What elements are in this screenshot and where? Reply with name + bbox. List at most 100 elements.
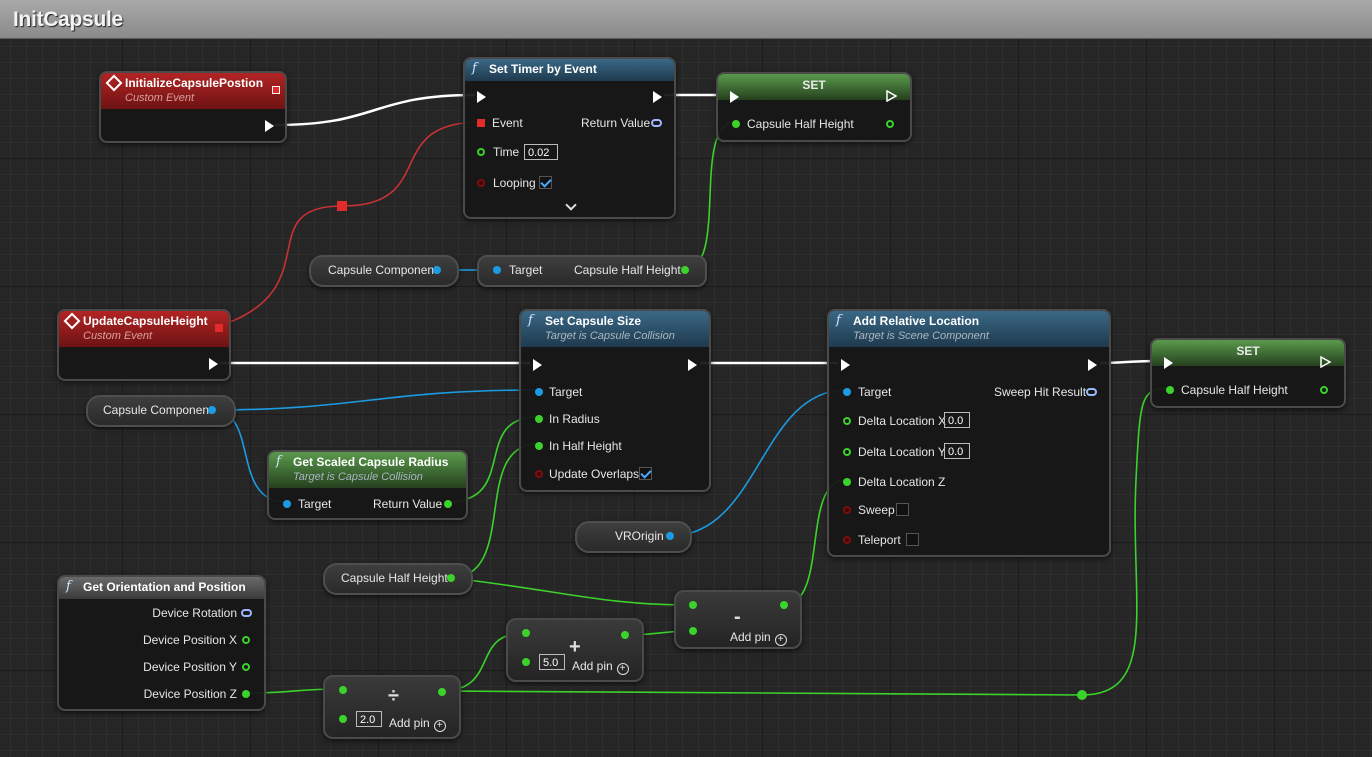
- looping-input-pin[interactable]: [477, 179, 485, 187]
- divide-input-b-pin[interactable]: [339, 715, 347, 723]
- add-relative-location-node[interactable]: f Add Relative Location Target is Scene …: [827, 309, 1111, 557]
- update-capsule-height-event-node[interactable]: UpdateCapsuleHeight Custom Event: [57, 309, 231, 381]
- set-capsule-half-height-node-2[interactable]: SET Capsule Half Height: [1150, 338, 1346, 408]
- add-pin-icon: +: [433, 720, 446, 732]
- capsule-half-height-variable[interactable]: Capsule Half Height: [323, 563, 473, 595]
- target-input-pin[interactable]: [493, 266, 501, 274]
- subtract-input-b-pin[interactable]: [689, 627, 697, 635]
- delegate-output-pin[interactable]: [215, 324, 223, 332]
- event-icon: [105, 74, 123, 92]
- capsule-half-height-output-pin[interactable]: [886, 120, 894, 128]
- add-pin-icon: +: [616, 663, 629, 675]
- delta-location-x-field[interactable]: 0.0: [944, 412, 970, 428]
- capsule-half-height-output-pin[interactable]: [447, 574, 455, 582]
- device-position-z-pin[interactable]: [242, 690, 250, 698]
- capsule-component-output-pin[interactable]: [208, 406, 216, 414]
- delta-location-x-pin[interactable]: [843, 417, 851, 425]
- exec-output-pin[interactable]: [1088, 359, 1097, 371]
- reroute-node: [337, 201, 347, 211]
- add-add-pin-button[interactable]: Add pin+: [572, 659, 629, 675]
- float-wire: [449, 577, 693, 606]
- delta-location-y-pin[interactable]: [843, 448, 851, 456]
- get-capsule-half-height-node[interactable]: Target Capsule Half Height: [477, 255, 707, 287]
- divide-output-pin[interactable]: [438, 688, 446, 696]
- sweep-input-pin[interactable]: [843, 506, 851, 514]
- float-wire: [1081, 387, 1170, 696]
- add-input-a-pin[interactable]: [522, 629, 530, 637]
- capsule-half-height-input-pin[interactable]: [1166, 386, 1174, 394]
- object-wire: [669, 389, 847, 537]
- add-value-field[interactable]: 5.0: [539, 654, 565, 670]
- update-overlaps-checkbox[interactable]: [639, 467, 652, 480]
- divide-input-a-pin[interactable]: [339, 686, 347, 694]
- set-capsule-size-node[interactable]: f Set Capsule Size Target is Capsule Col…: [519, 309, 711, 492]
- initialize-capsule-event-node[interactable]: InitializeCapsulePostion Custom Event: [99, 71, 287, 143]
- exec-input-pin[interactable]: [730, 91, 739, 103]
- vrorigin-variable[interactable]: VROrigin: [575, 521, 692, 553]
- looping-checkbox[interactable]: [539, 176, 552, 189]
- event-icon: [63, 312, 81, 330]
- set-timer-by-event-node[interactable]: f Set Timer by Event Event Return Value …: [463, 57, 676, 219]
- delegate-output-pin[interactable]: [272, 86, 280, 94]
- add-output-pin[interactable]: [621, 631, 629, 639]
- delegate-wire: [218, 121, 482, 327]
- time-field[interactable]: 0.02: [524, 144, 558, 160]
- add-node[interactable]: + 5.0 Add pin+: [506, 618, 644, 682]
- exec-input-pin[interactable]: [841, 359, 850, 371]
- teleport-checkbox[interactable]: [906, 533, 919, 546]
- divide-value-field[interactable]: 2.0: [356, 711, 382, 727]
- target-input-pin[interactable]: [843, 388, 851, 396]
- capsule-component-output-pin[interactable]: [433, 266, 441, 274]
- capsule-half-height-input-pin[interactable]: [732, 120, 740, 128]
- divide-node[interactable]: ÷ 2.0 Add pin+: [323, 675, 461, 739]
- exec-output-pin[interactable]: [688, 359, 697, 371]
- delta-location-z-pin[interactable]: [843, 478, 851, 486]
- in-half-height-input-pin[interactable]: [535, 442, 543, 450]
- target-input-pin[interactable]: [283, 500, 291, 508]
- exec-output-pin[interactable]: [653, 91, 662, 103]
- sweep-hit-result-pin[interactable]: [1086, 388, 1097, 396]
- subtract-input-a-pin[interactable]: [689, 601, 697, 609]
- reroute-node: [1077, 690, 1087, 700]
- set-capsule-half-height-node-1[interactable]: SET Capsule Half Height: [716, 72, 912, 142]
- graph-title-bar: InitCapsule: [0, 0, 1372, 39]
- exec-output-pin[interactable]: [209, 358, 218, 370]
- in-radius-input-pin[interactable]: [535, 415, 543, 423]
- get-scaled-capsule-radius-node[interactable]: f Get Scaled Capsule Radius Target is Ca…: [267, 450, 468, 520]
- exec-input-pin[interactable]: [477, 91, 486, 103]
- subtract-output-pin[interactable]: [780, 601, 788, 609]
- divide-add-pin-button[interactable]: Add pin+: [389, 716, 446, 732]
- subtract-node[interactable]: - Add pin+: [674, 590, 802, 649]
- device-position-x-pin[interactable]: [242, 636, 250, 644]
- device-position-y-pin[interactable]: [242, 663, 250, 671]
- return-value-pin[interactable]: [651, 119, 662, 127]
- subtract-add-pin-button[interactable]: Add pin+: [730, 630, 787, 646]
- exec-output-pin[interactable]: [265, 120, 274, 132]
- capsule-component-variable-2[interactable]: Capsule Component: [86, 395, 236, 427]
- exec-input-pin[interactable]: [533, 359, 542, 371]
- expand-chevron-icon[interactable]: [565, 199, 577, 211]
- delta-location-y-field[interactable]: 0.0: [944, 443, 970, 459]
- vrorigin-output-pin[interactable]: [666, 532, 674, 540]
- function-icon: f: [66, 579, 71, 594]
- teleport-input-pin[interactable]: [843, 536, 851, 544]
- function-icon: f: [528, 313, 533, 328]
- object-wire: [211, 389, 539, 411]
- exec-output-pin[interactable]: [1320, 356, 1332, 368]
- capsule-half-height-output-pin[interactable]: [1320, 386, 1328, 394]
- sweep-checkbox[interactable]: [896, 503, 909, 516]
- capsule-component-variable-1[interactable]: Capsule Component: [309, 255, 459, 287]
- time-input-pin[interactable]: [477, 148, 485, 156]
- update-overlaps-input-pin[interactable]: [535, 470, 543, 478]
- exec-output-pin[interactable]: [886, 90, 898, 102]
- float-wire: [440, 690, 1083, 696]
- return-value-pin[interactable]: [444, 500, 452, 508]
- event-input-pin[interactable]: [477, 119, 485, 127]
- device-rotation-pin[interactable]: [241, 609, 252, 617]
- add-input-b-pin[interactable]: [522, 658, 530, 666]
- float-wire: [446, 416, 539, 503]
- target-input-pin[interactable]: [535, 388, 543, 396]
- exec-input-pin[interactable]: [1164, 357, 1173, 369]
- capsule-half-height-output-pin[interactable]: [681, 266, 689, 274]
- get-orientation-and-position-node[interactable]: f Get Orientation and Position Device Ro…: [57, 575, 266, 711]
